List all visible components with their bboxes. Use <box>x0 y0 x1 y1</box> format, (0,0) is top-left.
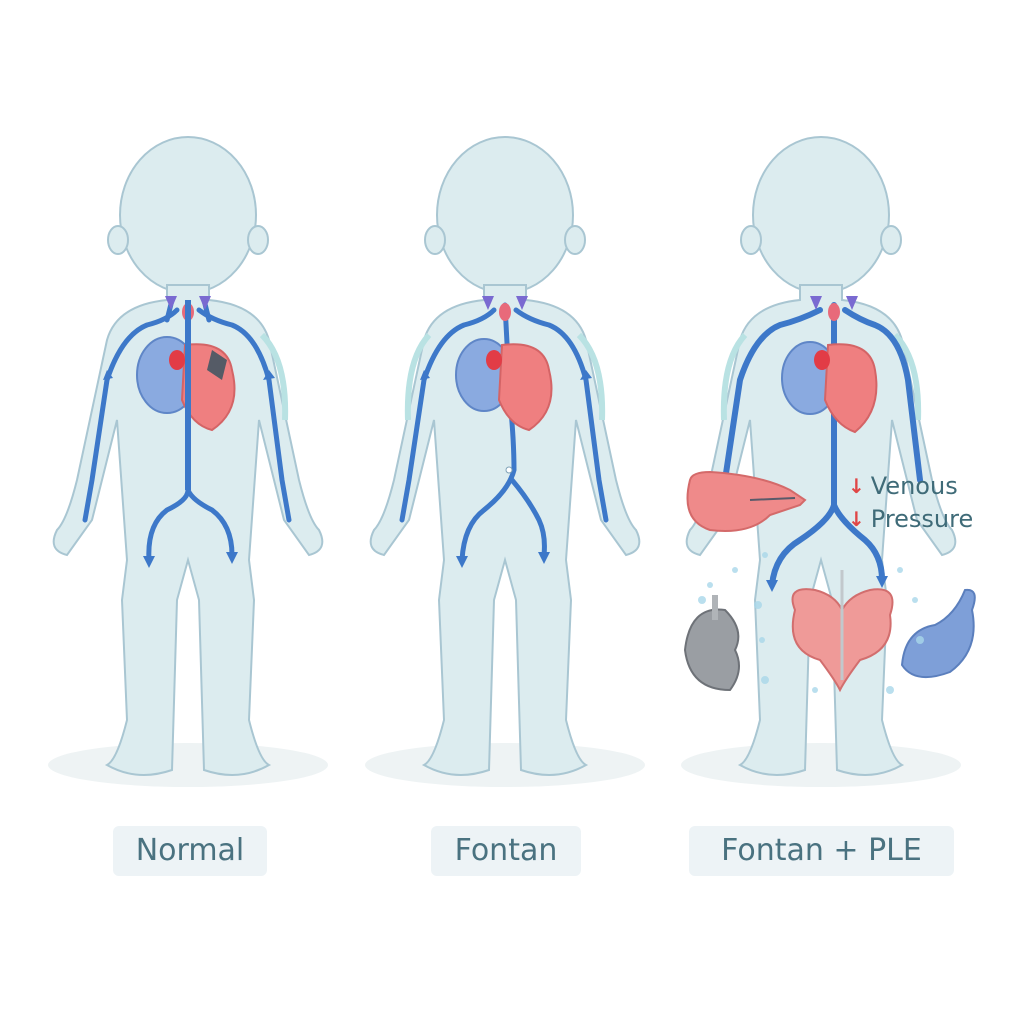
panel-fontan: Fontan <box>334 0 675 876</box>
child-figure-fontan-ple <box>681 136 976 787</box>
liver-icon <box>686 470 807 532</box>
child-figure-fontan <box>365 136 645 787</box>
panel-fontan-ple: Fontan + PLE <box>650 0 991 876</box>
annotation-line-1: Venous <box>870 472 958 500</box>
down-arrow-icon: ↓ <box>848 474 865 498</box>
kidney-icon <box>683 595 740 692</box>
panel-normal: Normal <box>17 0 358 876</box>
panel-label: Fontan <box>431 826 581 876</box>
panel-label: Normal <box>113 826 267 876</box>
annotation-line-2: Pressure <box>870 505 974 533</box>
heart-icon <box>455 338 553 432</box>
venous-pressure-annotation: ↓ Venous ↓ Pressure <box>848 470 973 536</box>
intestine-icon <box>791 570 894 693</box>
stomach-icon <box>900 588 976 679</box>
heart-icon <box>136 336 236 432</box>
child-figure-normal <box>48 136 328 787</box>
heart-icon <box>781 341 878 434</box>
down-arrow-icon: ↓ <box>848 507 865 531</box>
panel-label: Fontan + PLE <box>689 826 954 876</box>
